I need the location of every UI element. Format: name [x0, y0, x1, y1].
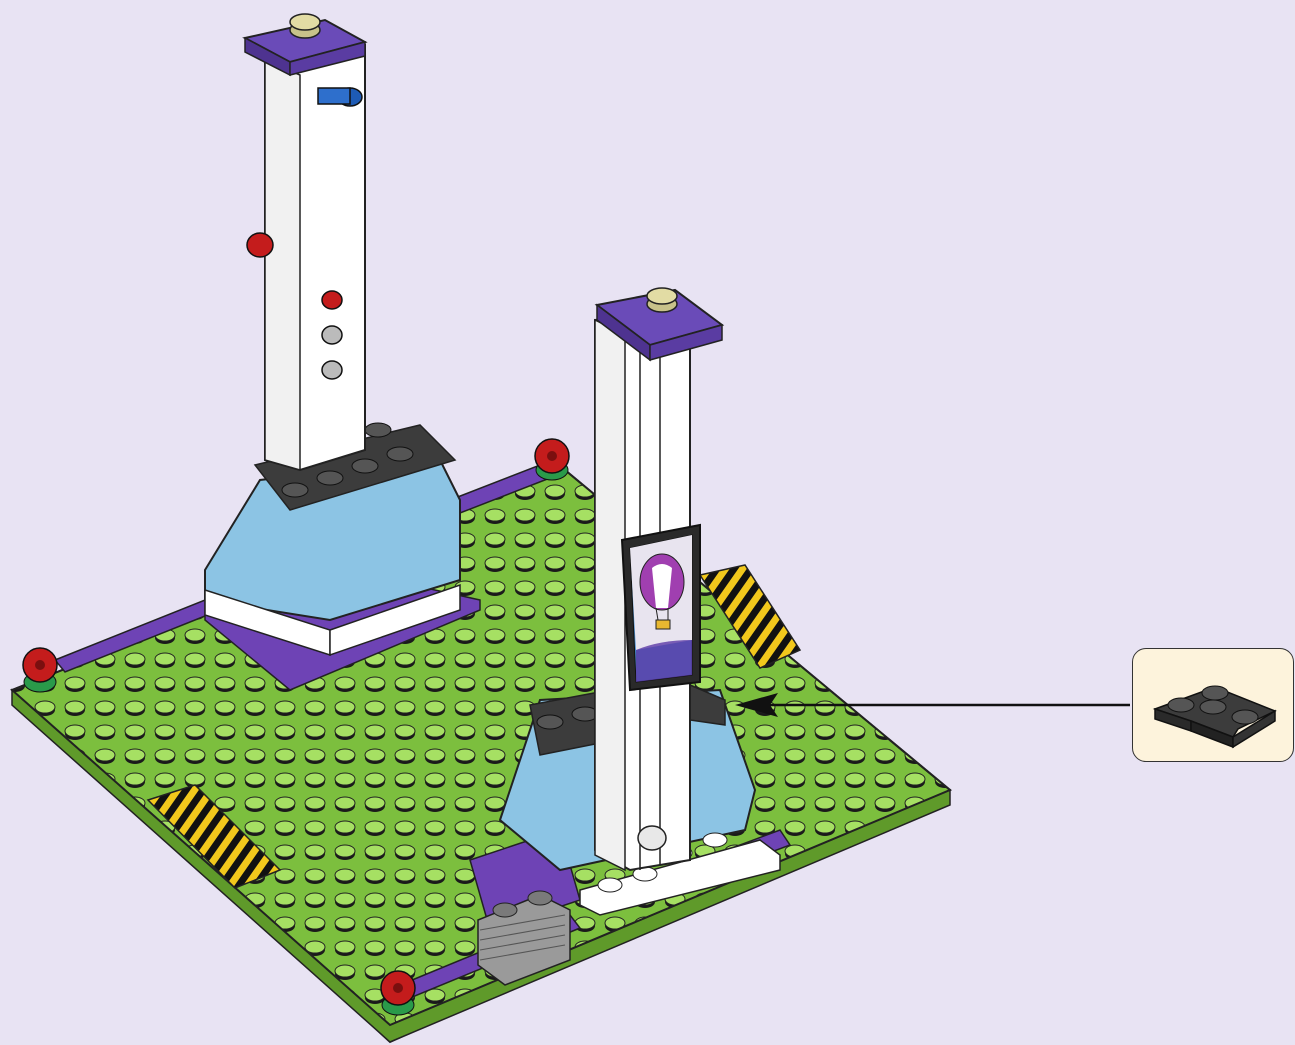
- corner-plate-icon: [1133, 649, 1295, 763]
- new-part-callout: [1132, 648, 1294, 762]
- balloon-sign: [622, 525, 700, 690]
- flower-front: [381, 971, 415, 1015]
- flower-left: [23, 648, 57, 692]
- left-tower-column: [245, 14, 365, 470]
- flower-back: [535, 439, 569, 480]
